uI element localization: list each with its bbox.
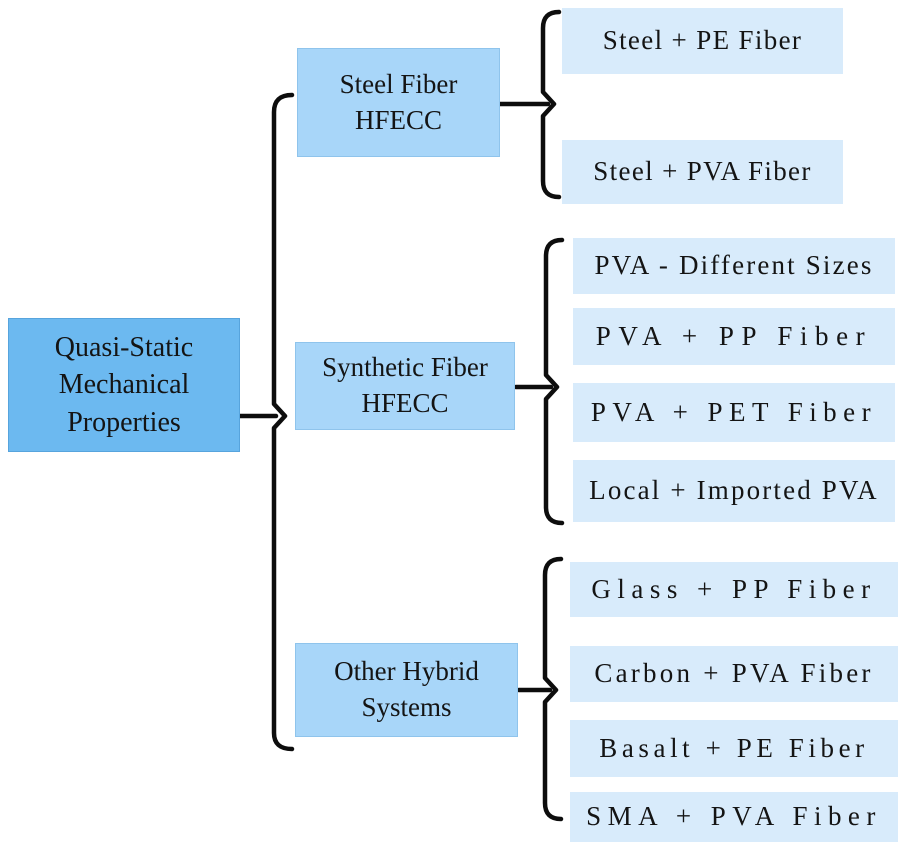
leaf-node-label: PVA + PP Fiber bbox=[595, 320, 873, 351]
leaf-node-sma-pva-fiber: SMA + PVA Fiber bbox=[570, 792, 898, 842]
branch-node-synthetic-fiber-hfecc: Synthetic Fiber HFECC bbox=[295, 342, 515, 430]
leaf-node-label: Local + Imported PVA bbox=[589, 475, 879, 506]
leaf-node-pva-pp-fiber: PVA + PP Fiber bbox=[573, 308, 895, 365]
leaf-node-basalt-pe-fiber: Basalt + PE Fiber bbox=[570, 720, 898, 777]
leaf-node-carbon-pva-fiber: Carbon + PVA Fiber bbox=[570, 646, 898, 702]
branch-node-steel-fiber-hfecc: Steel Fiber HFECC bbox=[297, 48, 500, 157]
leaf-node-local-imported-pva: Local + Imported PVA bbox=[573, 460, 895, 522]
branch-node-label: Other Hybrid Systems bbox=[334, 656, 479, 722]
root-node-label: Quasi-Static Mechanical Properties bbox=[54, 332, 194, 438]
leaf-node-pva-pet-fiber: PVA + PET Fiber bbox=[573, 383, 895, 442]
steel-group-brace bbox=[540, 9, 562, 200]
leaf-node-label: Basalt + PE Fiber bbox=[599, 732, 869, 763]
leaf-node-label: Steel + PVA Fiber bbox=[593, 156, 812, 187]
other-group-brace bbox=[542, 556, 564, 822]
leaf-node-steel-pva-fiber: Steel + PVA Fiber bbox=[562, 140, 843, 204]
leaf-node-label: Carbon + PVA Fiber bbox=[594, 658, 874, 689]
main-brace bbox=[271, 92, 295, 752]
leaf-node-label: PVA - Different Sizes bbox=[594, 250, 874, 281]
leaf-node-label: Steel + PE Fiber bbox=[602, 25, 803, 56]
synthetic-group-brace bbox=[543, 237, 565, 526]
leaf-node-label: SMA + PVA Fiber bbox=[586, 801, 882, 832]
leaf-node-glass-pp-fiber: Glass + PP Fiber bbox=[570, 562, 898, 617]
leaf-node-label: Glass + PP Fiber bbox=[591, 573, 877, 604]
leaf-node-label: PVA + PET Fiber bbox=[590, 396, 878, 427]
branch-node-label: Steel Fiber HFECC bbox=[339, 68, 458, 135]
branch-node-other-hybrid-systems: Other Hybrid Systems bbox=[295, 643, 518, 737]
leaf-node-pva-different-sizes: PVA - Different Sizes bbox=[573, 238, 895, 294]
leaf-node-steel-pe-fiber: Steel + PE Fiber bbox=[562, 8, 843, 74]
root-node: Quasi-Static Mechanical Properties bbox=[8, 318, 240, 452]
branch-node-label: Synthetic Fiber HFECC bbox=[322, 352, 488, 418]
